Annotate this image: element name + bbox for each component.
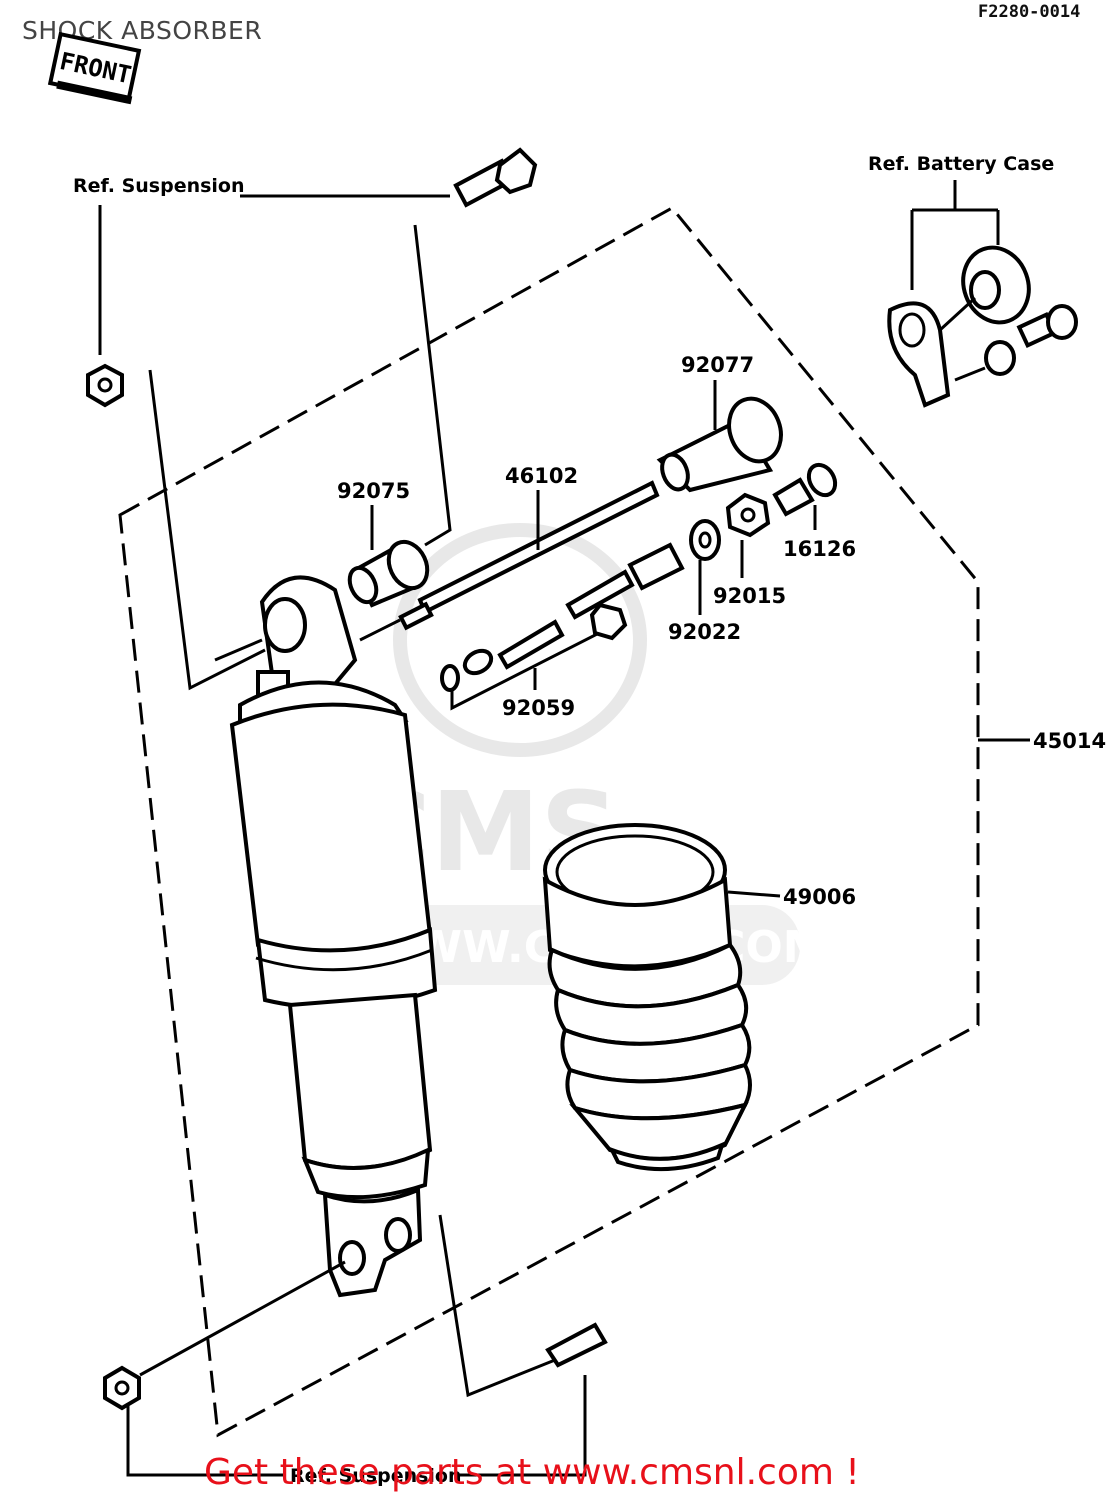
part-92015-nut [725,492,771,538]
diagram-code: F2280-0014 [978,2,1081,22]
part-92022-washer [689,519,721,561]
footer-promo-link[interactable]: Get these parts at www.cmsnl.com ! [204,1452,860,1493]
label-49006: 49006 [783,885,856,909]
battery-case-grommet [887,245,1078,408]
eye-guide-top [214,638,263,662]
label-45014: 45014 [1033,729,1106,753]
top-nut [86,363,124,408]
top-bolt [453,147,538,208]
front-direction-badge: FRONT [47,31,142,105]
shock-absorber-body [229,575,438,1298]
eye-guide-bottom-left [139,1260,346,1377]
ref-suspension-top: Ref. Suspension [73,175,245,197]
label-16126: 16126 [783,537,856,561]
ref-battery-case: Ref. Battery Case [868,153,1054,175]
bolt-guide-top [413,224,452,547]
ref-bracket-bottom-left [126,1405,285,1477]
leader-49006 [727,890,781,898]
ref-suspension-bottom: Ref. Suspension [290,1465,462,1487]
part-16126-valve [772,462,838,517]
nut-guide-top [148,369,266,691]
label-92015: 92015 [713,584,786,608]
bottom-bolt [545,602,628,1368]
label-92077: 92077 [681,353,754,377]
eye-guide-rod [359,618,401,642]
label-92075: 92075 [337,479,410,503]
assembly-boundary-45014 [118,206,980,1438]
part-49006-dust-boot [542,823,752,1172]
part-92075-bushing [347,539,430,608]
label-92059: 92059 [502,696,575,720]
part-92059-stem [440,542,685,692]
label-92022: 92022 [668,620,741,644]
eye-guide-bottom-right [438,1214,556,1398]
ref-bracket-bottom-right [455,1375,587,1477]
part-92077-sleeve [656,396,783,493]
label-46102: 46102 [505,464,578,488]
bottom-nut [103,1365,141,1411]
